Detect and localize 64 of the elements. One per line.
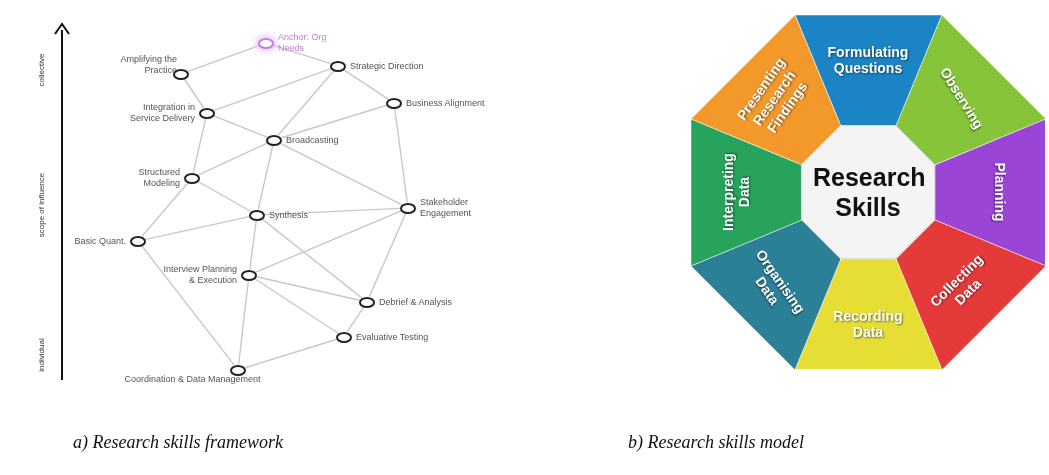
connector-line <box>264 207 401 216</box>
node-label: Stakeholder Engagement <box>420 197 473 219</box>
skill-node-ring <box>400 202 416 214</box>
connector-line <box>279 142 403 206</box>
figure-caption: b) Research skills model <box>628 430 804 454</box>
node-label: Strategic Direction <box>350 60 425 72</box>
node-label: Business Alignment <box>406 97 486 109</box>
node-label: Coordination & Data Management <box>123 374 261 385</box>
skill-node-ring <box>249 209 265 221</box>
connector-line <box>183 78 205 109</box>
segment-label: Formulating Questions <box>826 43 910 76</box>
connector-line <box>237 279 250 366</box>
connector-line <box>249 219 257 271</box>
connector-line <box>368 212 407 298</box>
segment-label: Interpreting Data <box>719 152 752 233</box>
connector-line <box>197 142 269 176</box>
node-label: Integration in Service Delivery <box>128 102 195 124</box>
skill-node-ring <box>184 172 200 184</box>
skill-node-ring <box>241 269 257 281</box>
skill-node-ring <box>359 296 375 308</box>
node-label: Debrief & Analysis <box>379 296 454 308</box>
segment-label: Planning <box>992 161 1009 224</box>
node-label: Amplifying the Practice <box>119 54 177 76</box>
connector-line <box>254 278 339 334</box>
connector-line <box>192 117 207 174</box>
connector-line <box>394 107 408 204</box>
skill-node-ring <box>330 60 346 72</box>
connector-line <box>197 180 252 213</box>
skill-node-ring <box>386 97 402 109</box>
skill-node-ring <box>130 235 146 247</box>
connector-line <box>280 104 388 139</box>
node-label: Interview Planning & Execution <box>162 264 237 286</box>
node-label: Evaluative Testing <box>356 331 430 343</box>
connector-line <box>141 182 189 237</box>
figure-caption: a) Research skills framework <box>73 430 283 454</box>
connector-line <box>343 69 389 100</box>
center-title: Research Skills <box>813 162 923 222</box>
axis-label: scope of influence <box>37 172 47 238</box>
connector-line <box>244 338 338 369</box>
connector-line <box>187 44 260 73</box>
connector-line <box>346 306 365 333</box>
skill-node-ring <box>258 37 274 49</box>
axis-label: individual <box>37 338 47 372</box>
connector-line <box>277 70 335 136</box>
connector-line <box>144 215 251 241</box>
skill-node-ring <box>336 331 352 343</box>
node-label: Anchor: Org Needs <box>278 32 328 54</box>
connector-line <box>213 115 268 138</box>
connector-line <box>141 245 235 366</box>
connector-line <box>272 44 332 65</box>
axis-label: collective <box>37 53 47 87</box>
node-label: Broadcasting <box>286 134 340 146</box>
connector-line <box>255 276 361 301</box>
node-label: Structured Modeling <box>137 167 180 189</box>
node-label: Synthesis <box>269 209 310 221</box>
connector-line <box>255 210 402 273</box>
connector-line <box>257 144 274 211</box>
node-label: Basic Quant. <box>73 235 126 247</box>
skill-node-ring <box>230 364 246 376</box>
skill-node-ring <box>266 134 282 146</box>
connector-line <box>261 218 363 299</box>
skill-node-ring <box>199 107 215 119</box>
segment-label: Recording Data <box>832 308 904 341</box>
connector-line <box>213 67 332 112</box>
